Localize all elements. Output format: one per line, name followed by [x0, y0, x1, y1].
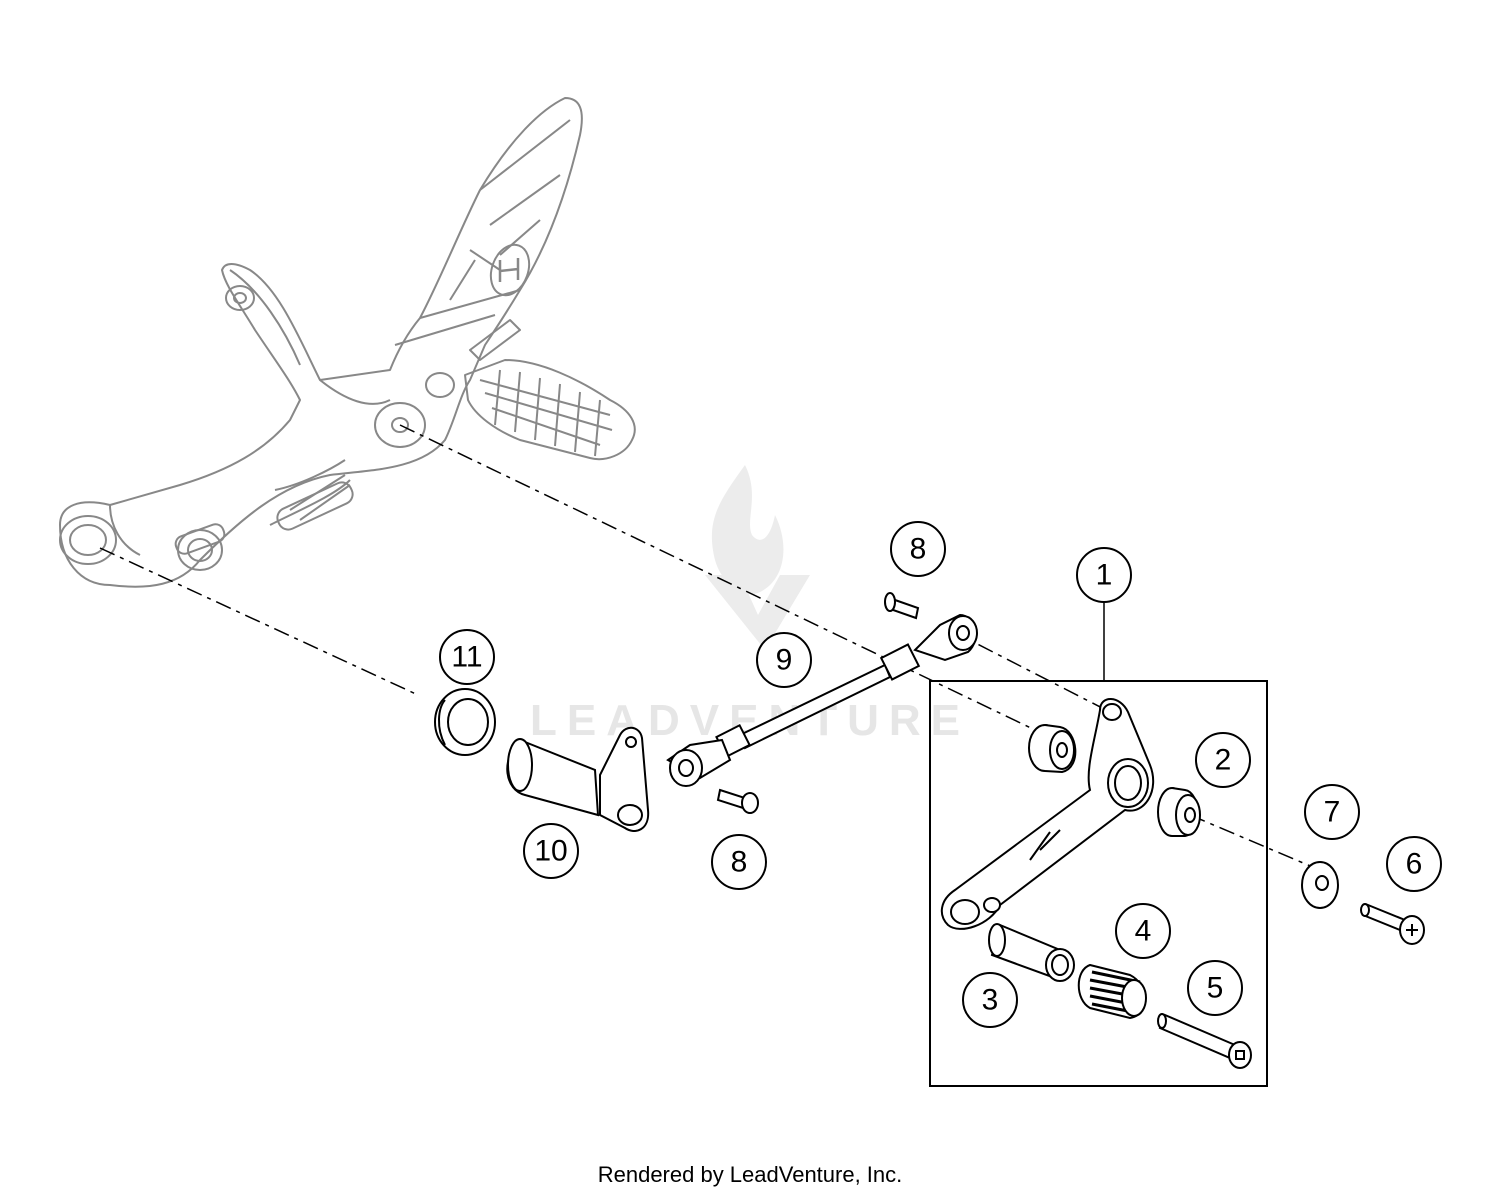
part-8-bolt-top: [884, 592, 920, 620]
part-4-rubber-peg: [1077, 963, 1147, 1020]
rod-bearing: [1028, 724, 1077, 774]
callout-1: 1: [1076, 547, 1132, 603]
callout-10: 10: [523, 823, 579, 879]
svg-text:3: 3: [982, 984, 999, 1017]
svg-text:11: 11: [451, 641, 482, 674]
svg-text:6: 6: [1406, 848, 1423, 881]
brand-logo-icon: [489, 243, 531, 297]
part-2-bearing: [1157, 787, 1201, 837]
callout-9: 9: [756, 632, 812, 688]
callout-2: 2: [1195, 732, 1251, 788]
part-10-shift-shaft-lever: [506, 726, 650, 832]
svg-text:4: 4: [1135, 915, 1152, 948]
svg-text:8: 8: [731, 846, 748, 879]
alignment-lines: [99, 424, 1316, 869]
footer-credit: Rendered by LeadVenture, Inc.: [597, 1162, 903, 1187]
assembly-group-box: [929, 600, 1268, 1087]
callout-8-top: 8: [890, 521, 946, 577]
callout-11: 11: [439, 629, 495, 685]
svg-text:10: 10: [534, 835, 567, 868]
svg-text:2: 2: [1215, 744, 1232, 777]
part-6-screw: [1360, 903, 1425, 945]
callout-6: 6: [1386, 836, 1442, 892]
svg-text:1: 1: [1096, 559, 1113, 592]
part-7-washer: [1301, 861, 1339, 909]
callout-8-bottom: 8: [711, 834, 767, 890]
svg-text:8: 8: [910, 533, 927, 566]
callout-3: 3: [962, 972, 1018, 1028]
callout-5: 5: [1187, 960, 1243, 1016]
part-1-shift-lever: [940, 698, 1155, 930]
svg-text:7: 7: [1324, 796, 1341, 829]
callouts: 1 2 3 4 5 6 7 8: [439, 521, 1442, 1028]
part-9-shift-rod: [666, 613, 978, 787]
watermark-v-icon: [705, 575, 810, 650]
part-3-pin: [988, 923, 1075, 982]
footpeg-bracket: [59, 97, 636, 588]
callout-7: 7: [1304, 784, 1360, 840]
footpeg: [464, 319, 636, 460]
svg-text:5: 5: [1207, 972, 1224, 1005]
svg-text:9: 9: [776, 644, 793, 677]
callout-4: 4: [1115, 903, 1171, 959]
part-8-bolt-bottom: [716, 788, 759, 814]
watermark-flame-icon: [711, 465, 784, 595]
part-11-bushing: [434, 688, 496, 756]
part-5-bolt: [1157, 1013, 1252, 1069]
